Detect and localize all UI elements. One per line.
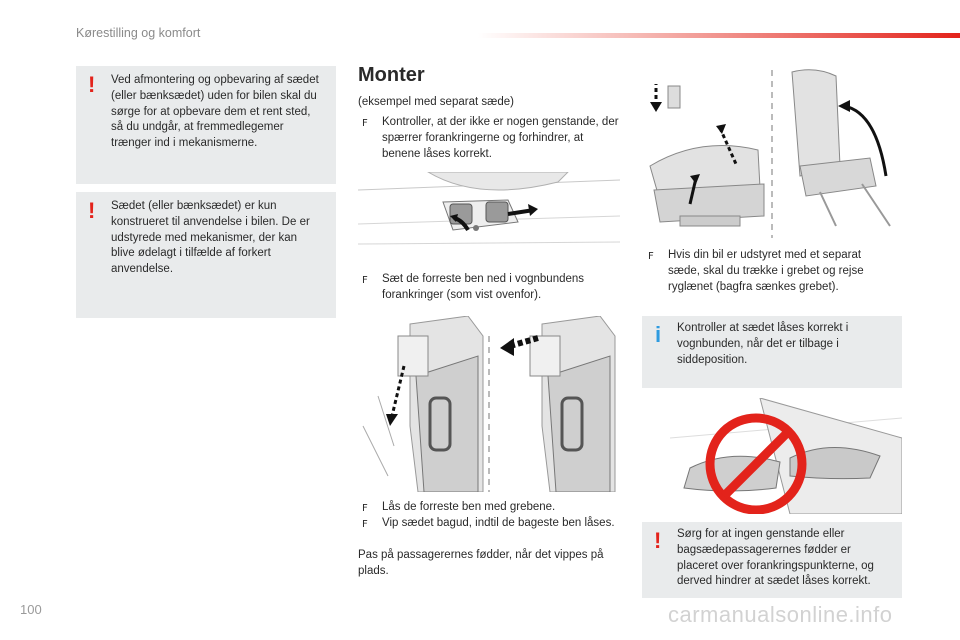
bullet-icon: F [648, 251, 654, 262]
step-raise-backrest: F Hvis din bil er udstyret med et separa… [648, 248, 893, 295]
step-text: Hvis din bil er udstyret med et separat … [668, 249, 864, 293]
folded-seat [649, 84, 765, 227]
warning-text-storage: Ved afmontering og opbevaring af sædet (… [111, 74, 319, 150]
seat-lowering-illustration [358, 316, 620, 492]
feet-caution-note: Pas på passagerernes fødder, når det vip… [358, 549, 604, 577]
step-lock-front-legs: F Lås de forreste ben med grebene. [362, 500, 620, 517]
section-subtitle: (eksempel med separat sæde) [358, 96, 514, 108]
info-text-lock-check: Kontroller at sædet låses korrekt i vogn… [677, 322, 849, 366]
seat-side-left [362, 316, 484, 492]
warning-icon: ! [88, 198, 96, 223]
step-text: Lås de forreste ben med grebene. [382, 501, 556, 513]
step-text: Kontroller, at der ikke er nogen genstan… [382, 116, 619, 160]
step-text: Sæt de forreste ben ned i vognbundens fo… [382, 273, 585, 301]
section-title: Monter [358, 64, 425, 86]
info-box-lock-check: i Kontroller at sædet låses korrekt i vo… [642, 316, 902, 388]
bullet-icon: F [362, 519, 368, 530]
bullet-icon: F [362, 275, 368, 286]
chapter-title: Kørestilling og komfort [76, 26, 201, 40]
info-icon: i [655, 322, 662, 347]
seat-backrest-illustration [640, 66, 904, 238]
step-check-anchors: F Kontroller, at der ikke er nogen genst… [362, 115, 620, 162]
warning-text-usage: Sædet (eller bænksædet) er kun konstruer… [111, 200, 310, 276]
warning-box-feet: ! Sørg for at ingen genstande eller bags… [642, 522, 902, 598]
anchor-closeup-illustration [358, 172, 620, 264]
warning-icon: ! [88, 72, 96, 97]
header-accent-bar [478, 33, 960, 38]
upright-seat [791, 69, 891, 227]
step-text: Vip sædet bagud, indtil de bageste ben l… [382, 517, 615, 529]
warning-icon: ! [654, 528, 662, 553]
step-tilt-back: F Vip sædet bagud, indtil de bageste ben… [362, 516, 620, 533]
bullet-icon: F [362, 503, 368, 514]
seat-side-right [500, 316, 616, 492]
warning-box-usage: ! Sædet (eller bænksædet) er kun konstru… [76, 192, 336, 318]
no-feet-over-anchors-illustration [670, 398, 902, 514]
bullet-icon: F [362, 118, 368, 129]
step-lower-front-legs: F Sæt de forreste ben ned i vognbundens … [362, 272, 620, 304]
page-number: 100 [20, 602, 42, 617]
warning-box-storage: ! Ved afmontering og opbevaring af sædet… [76, 66, 336, 184]
watermark: carmanualsonline.info [668, 602, 893, 627]
warning-text-feet: Sørg for at ingen genstande eller bagsæd… [677, 528, 874, 588]
